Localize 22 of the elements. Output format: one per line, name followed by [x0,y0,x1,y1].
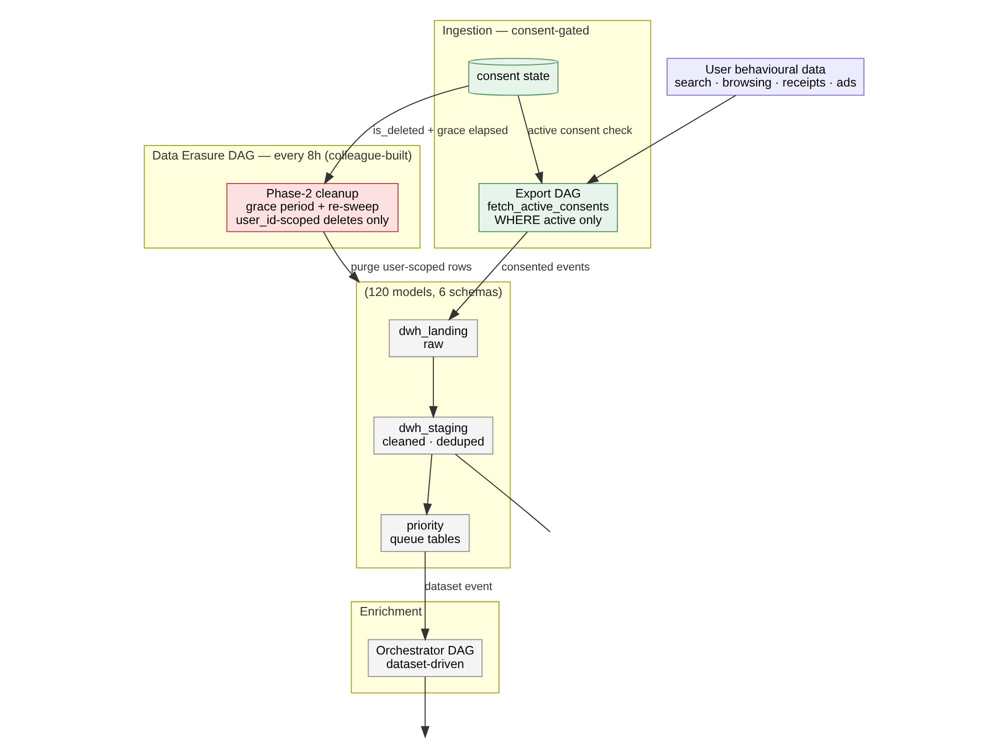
arrow [429,356,438,418]
node-box: User behavioural data search · browsing · receipts · ads [666,58,864,96]
node-box: priority queue tables [380,514,470,552]
node-box: Export DAG fetch_active_consents WHERE active only [478,182,618,232]
arrow [420,552,430,641]
edge-label: active consent check [528,125,632,138]
arrow [323,231,360,283]
arrow [423,454,432,516]
node-box: dwh_landing raw [388,319,478,358]
connector [454,454,550,532]
arrow [448,232,528,321]
arrow [586,95,736,184]
edge-label: purge user-scoped rows [350,261,472,274]
edge-label: consented events [501,261,590,274]
node-box: Orchestrator DAG dataset-driven [368,639,483,678]
edge-label: dataset event [424,581,492,594]
edge-label: is_deleted + grace elapsed [373,125,508,138]
arrow [324,85,469,185]
arrow [420,676,430,738]
node-box: dwh_staging cleaned · deduped [373,416,494,455]
node-box: Phase-2 cleanup grace period + re-sweep user_id-scoped deletes only [226,182,399,232]
arrow [518,95,544,185]
